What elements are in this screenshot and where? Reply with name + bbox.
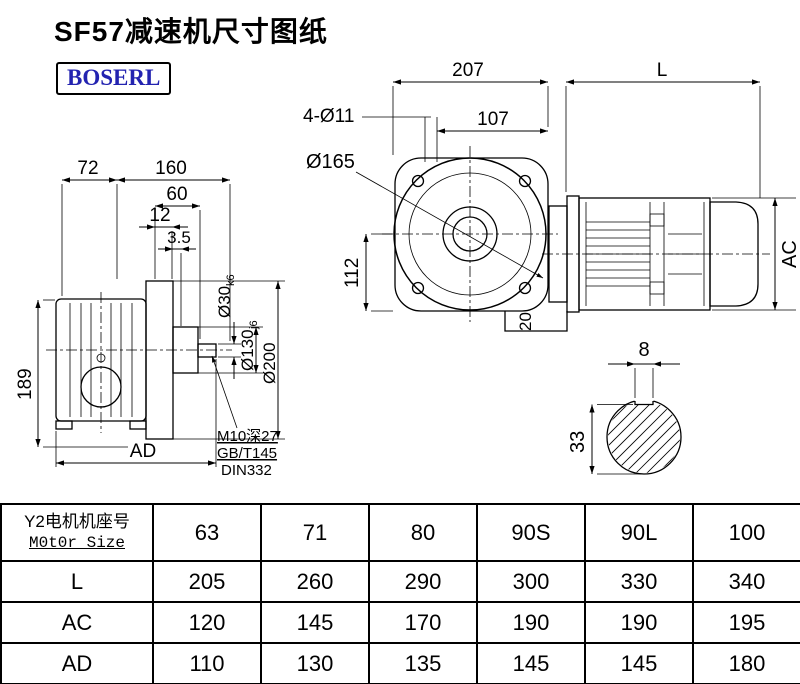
note-din: DIN332 <box>221 462 272 479</box>
page-title: SF57减速机尺寸图纸 <box>54 16 328 47</box>
row-label-AD: AD <box>0 642 154 684</box>
table-cell: 110 <box>152 642 262 684</box>
dim-bolt-holes: 4-Ø11 <box>303 106 354 127</box>
dim-8: 8 <box>638 339 649 361</box>
dim-AD: AD <box>130 441 156 462</box>
dim-107: 107 <box>477 109 509 130</box>
table-cell: 170 <box>368 601 478 644</box>
table-cell: 120 <box>152 601 262 644</box>
dim-shaft-dia: Ø30 <box>215 286 234 318</box>
table-cell: 290 <box>368 560 478 603</box>
dim-112: 112 <box>342 258 363 288</box>
front-view <box>382 146 770 332</box>
dim-L: L <box>657 60 668 81</box>
table-cell: 135 <box>368 642 478 684</box>
table-cell: 205 <box>152 560 262 603</box>
shaft-hatching <box>608 401 680 473</box>
motor-size-cell: 90S <box>476 503 586 562</box>
table-row-AD: AD 110 130 135 145 145 180 <box>0 642 800 684</box>
motor-frame-label-en: M0t0r Size <box>28 534 125 553</box>
table-cell: 330 <box>584 560 694 603</box>
table-cell: 145 <box>260 601 370 644</box>
row-label-AC: AC <box>0 601 154 644</box>
dim-33: 33 <box>567 431 589 453</box>
motor-size-cell: 63 <box>152 503 262 562</box>
table-cell: 300 <box>476 560 586 603</box>
table-cell: 130 <box>260 642 370 684</box>
table-cell: 195 <box>692 601 800 644</box>
dim-207: 207 <box>452 60 484 81</box>
note-standard: GB/T145 <box>217 445 277 462</box>
table-row-AC: AC 120 145 170 190 190 195 <box>0 601 800 644</box>
dim-160: 160 <box>155 158 187 179</box>
dimension-table: Y2电机机座号 M0t0r Size 63 71 80 90S 90L 100 … <box>0 503 800 684</box>
motor-size-cell: 90L <box>584 503 694 562</box>
dim-shaft-tol: k6 <box>225 274 237 286</box>
table-cell: 260 <box>260 560 370 603</box>
dim-flange-circle: Ø165 <box>306 151 355 173</box>
dim-flange-dia: Ø200 <box>260 342 279 384</box>
front-view-dimensions: 207 L 4-Ø11 107 Ø165 112 20 <box>303 60 800 331</box>
technical-drawing: 72 160 60 12 3.5 189 <box>15 60 800 479</box>
side-view <box>46 280 232 440</box>
dim-hub-dia: Ø130 <box>238 329 257 371</box>
side-view-dimensions: 72 160 60 12 3.5 189 <box>15 158 285 479</box>
dim-12: 12 <box>149 205 170 226</box>
motor-frame-label-cn: Y2电机机座号 <box>24 512 130 532</box>
shaft-section-view: 8 33 <box>567 339 682 475</box>
note-thread: M10深27 <box>217 428 278 445</box>
table-cell: 190 <box>584 601 694 644</box>
brand-logo: BOSERL <box>56 62 172 95</box>
dim-60: 60 <box>166 184 187 205</box>
table-row-L: L 205 260 290 300 330 340 <box>0 560 800 603</box>
motor-frame-header-cell: Y2电机机座号 M0t0r Size <box>0 503 154 562</box>
table-cell: 340 <box>692 560 800 603</box>
dim-hub-tol: j6 <box>248 320 260 330</box>
dim-3-5: 3.5 <box>167 228 191 247</box>
table-header-row: Y2电机机座号 M0t0r Size 63 71 80 90S 90L 100 <box>0 503 800 562</box>
dim-72: 72 <box>77 158 98 179</box>
table-cell: 190 <box>476 601 586 644</box>
motor-size-cell: 100 <box>692 503 800 562</box>
motor-size-cell: 71 <box>260 503 370 562</box>
motor-size-cell: 80 <box>368 503 478 562</box>
dim-20: 20 <box>516 312 535 331</box>
table-cell: 180 <box>692 642 800 684</box>
table-cell: 145 <box>584 642 694 684</box>
dim-AC: AC <box>779 240 800 268</box>
row-label-L: L <box>0 560 154 603</box>
table-cell: 145 <box>476 642 586 684</box>
dim-189: 189 <box>15 368 36 400</box>
